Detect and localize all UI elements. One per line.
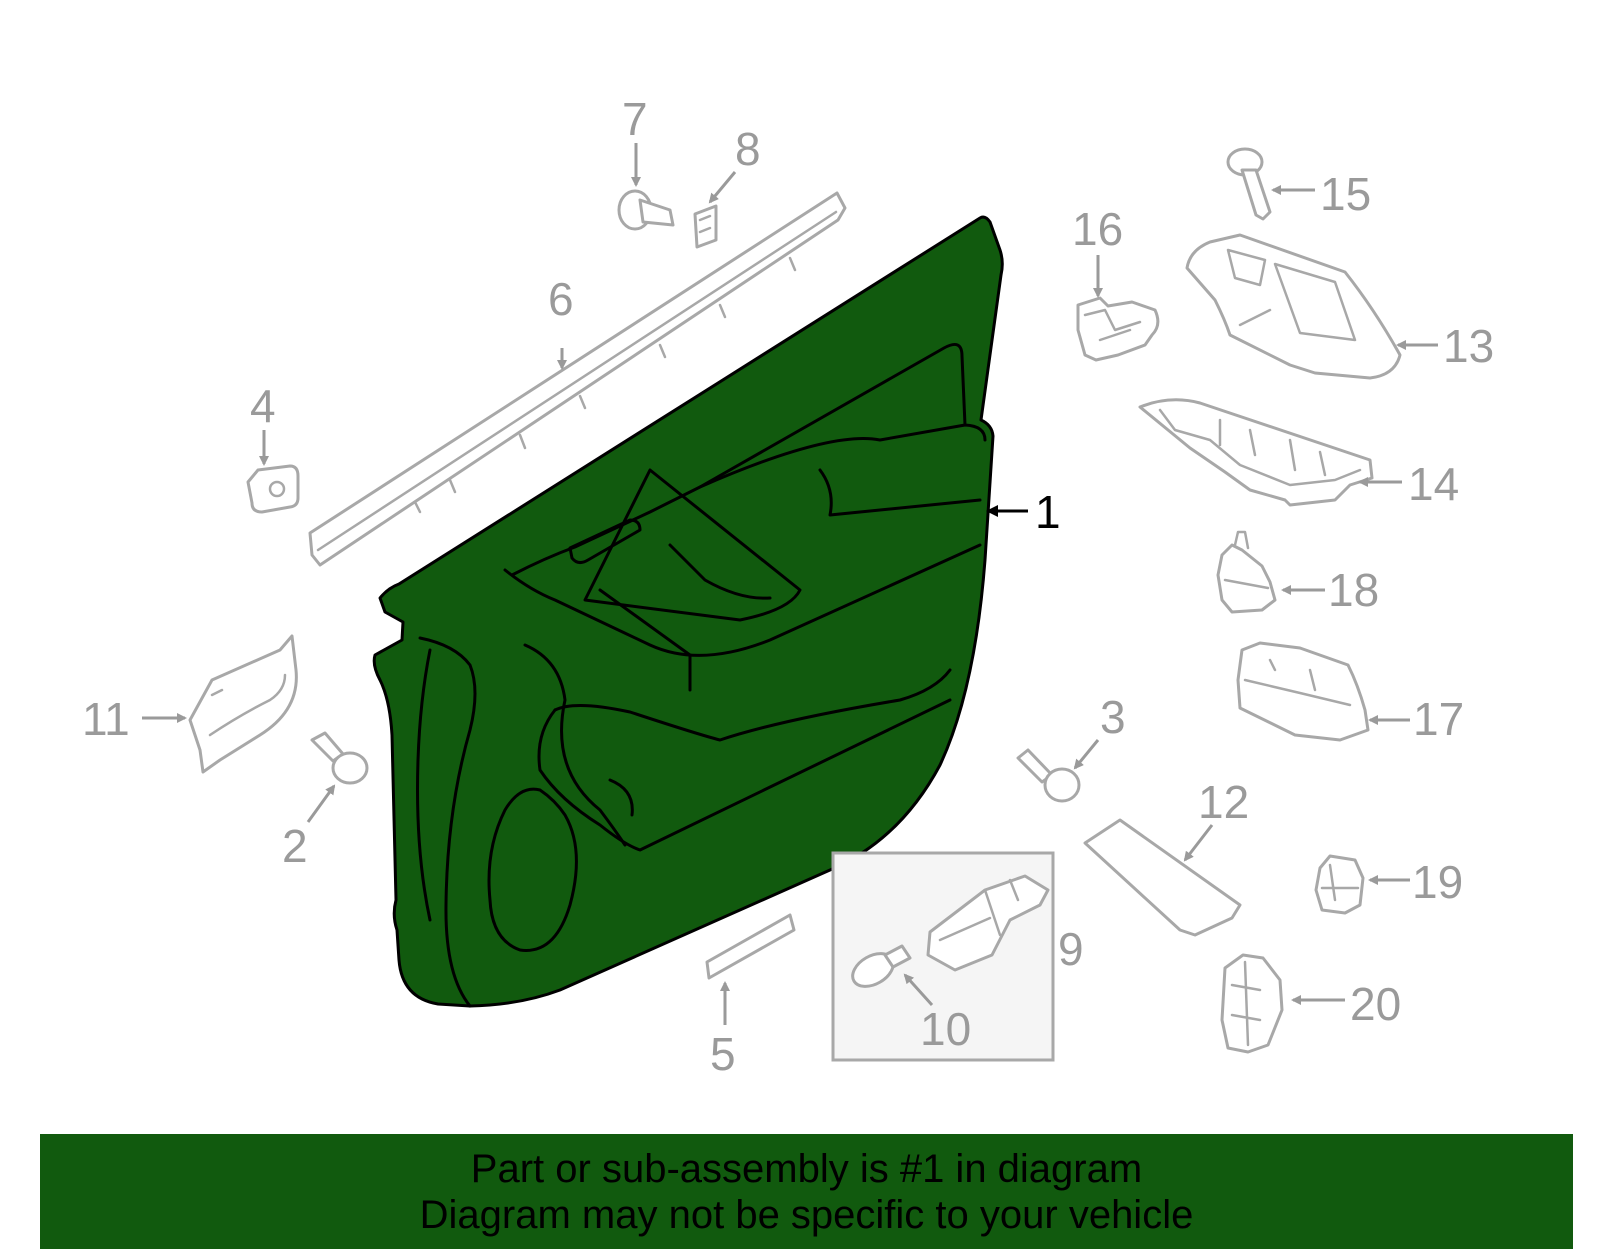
callout-6: 6 xyxy=(548,273,574,325)
callout-10: 10 xyxy=(920,1003,971,1055)
door-trim-panel[interactable] xyxy=(372,215,1004,1008)
banner-line-part-info: Part or sub-assembly is #1 in diagram xyxy=(470,1146,1143,1191)
callout-18: 18 xyxy=(1328,564,1379,616)
info-banner: Part or sub-assembly is #1 in diagram Di… xyxy=(40,1134,1573,1249)
armrest-base-part-14[interactable] xyxy=(1138,398,1374,507)
clip-part-4[interactable] xyxy=(246,464,300,514)
callout-19: 19 xyxy=(1412,856,1463,908)
strip-part-5[interactable] xyxy=(705,913,796,980)
callout-7: 7 xyxy=(622,93,648,145)
screw-part-3[interactable] xyxy=(1016,748,1081,803)
pad-part-8[interactable] xyxy=(693,204,718,249)
callout-2: 2 xyxy=(282,820,308,872)
callout-11: 11 xyxy=(82,693,130,745)
callout-9: 9 xyxy=(1058,923,1084,975)
banner-line-disclaimer: Diagram may not be specific to your vehi… xyxy=(419,1192,1194,1237)
handle-bezel-part-11[interactable] xyxy=(188,634,298,774)
callout-12: 12 xyxy=(1198,776,1249,828)
bracket-part-16[interactable] xyxy=(1076,296,1160,362)
switch-part-20[interactable] xyxy=(1220,953,1284,1054)
bulb-part-10[interactable] xyxy=(847,944,912,993)
lamp-housing-part-9[interactable] xyxy=(926,874,1050,972)
callout-17: 17 xyxy=(1413,693,1464,745)
callout-16: 16 xyxy=(1072,203,1123,255)
callout-1: 1 xyxy=(1035,486,1061,538)
switch-part-18[interactable] xyxy=(1216,530,1277,614)
callout-15: 15 xyxy=(1320,168,1371,220)
callout-8: 8 xyxy=(735,123,761,175)
weatherstrip-part-6[interactable] xyxy=(308,191,847,567)
switch-part-19[interactable] xyxy=(1314,854,1365,915)
callout-4: 4 xyxy=(250,380,276,432)
callout-20: 20 xyxy=(1350,978,1401,1030)
switch-bezel-part-13[interactable] xyxy=(1185,233,1402,380)
strip-part-12[interactable] xyxy=(1083,818,1242,937)
clip-part-2[interactable] xyxy=(310,731,369,785)
callout-5: 5 xyxy=(710,1028,736,1080)
push-pin-part-7[interactable] xyxy=(617,189,675,231)
screw-part-15[interactable] xyxy=(1226,147,1272,221)
callout-14: 14 xyxy=(1408,458,1459,510)
callout-3: 3 xyxy=(1100,691,1126,743)
callout-13: 13 xyxy=(1443,320,1494,372)
window-switch-part-17[interactable] xyxy=(1236,641,1370,742)
